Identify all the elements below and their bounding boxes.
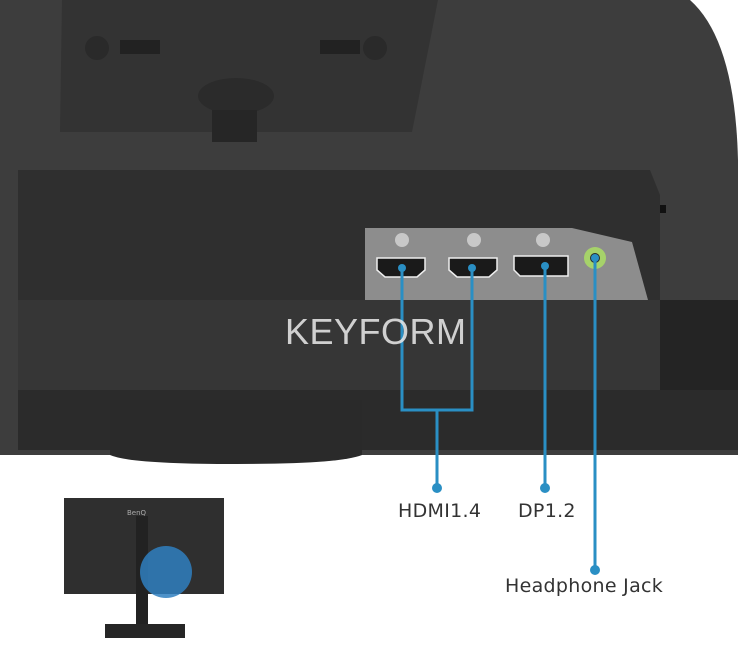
monitor-thumbnail: BenQ — [64, 498, 224, 638]
stand-neck — [110, 400, 362, 464]
port-panel — [365, 228, 648, 300]
label-headphone-jack: Headphone Jack — [505, 575, 664, 597]
thumbnail-logo: BenQ — [127, 509, 147, 517]
callout-dot-hdmi — [432, 483, 442, 493]
callout-dot-headphone — [590, 565, 600, 575]
watermark: KEYFORM — [285, 311, 467, 352]
callout-dot-dp — [540, 483, 550, 493]
label-dp: DP1.2 — [518, 500, 576, 522]
callout-lines — [400, 258, 597, 568]
highlight-circle — [140, 546, 192, 598]
vesa-mount-plate — [60, 0, 438, 132]
label-hdmi: HDMI1.4 — [398, 500, 482, 522]
